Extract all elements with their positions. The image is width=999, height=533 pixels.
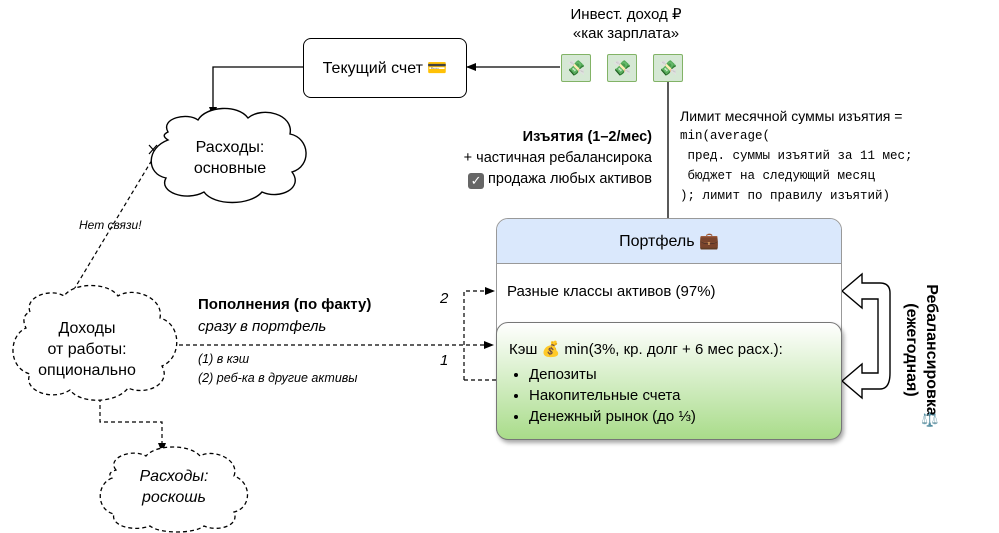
expenses-luxury-line2: роскошь (142, 489, 206, 506)
rebalancing-u-arrow (840, 272, 891, 400)
income-subtitle: «как зарплата» (572, 25, 680, 42)
withdrawals-line3-row: ✓ продажа любых активов (420, 169, 652, 190)
money-icon: 💸 (653, 54, 683, 82)
income-title: Инвест. доход ₽ (570, 6, 682, 23)
list-item: Денежный рынок (до ⅓) (529, 406, 841, 427)
deposits-num2: 2 (440, 290, 449, 307)
account-to-expenses-arrow (209, 66, 303, 117)
list-item: Депозиты (529, 364, 841, 385)
rebalancing-line2: (ежегодная) (903, 303, 920, 397)
portfolio-title: Портфель 💼 (619, 233, 719, 250)
work-income-line3: опционально (38, 362, 136, 379)
current-account-node[interactable]: Текущий счет 💳 (303, 38, 467, 98)
limit-code-line: min(average( (680, 129, 771, 143)
withdrawals-line3: продажа любых активов (488, 171, 652, 187)
deposits-num1: 1 (440, 352, 449, 369)
scales-icon: ⚖️ (921, 411, 939, 427)
money-icon: 💸 (607, 54, 637, 82)
cash-node[interactable]: Кэш 💰 min(3%, кр. долг + 6 мес расх.): Д… (496, 322, 842, 440)
portfolio-header: Портфель 💼 (497, 219, 841, 264)
cloud-expenses-basic (150, 107, 307, 204)
rebalance-to-assets-arrow (463, 287, 495, 380)
deposits-subtitle: сразу в портфель (198, 318, 327, 335)
money-icon: 💸 (561, 54, 591, 82)
cloud-work-income (12, 284, 178, 401)
limit-formula: min(average( пред. суммы изъятий за 11 м… (680, 126, 913, 206)
expenses-basic-line1: Расходы: (195, 139, 265, 156)
list-item: Накопительные счета (529, 385, 841, 406)
cash-list: Депозиты Накопительные счета Денежный ры… (497, 364, 841, 427)
deposits-step2: (2) реб-ка в другие активы (198, 371, 358, 385)
limit-code-line: пред. суммы изъятий за 11 мес; (680, 149, 913, 163)
limit-title: Лимит месячной суммы изъятия = (680, 108, 903, 124)
withdrawals-line2: + частичная ребалансирока (463, 150, 652, 166)
cash-title: Кэш 💰 min(3%, кр. долг + 6 мес расх.): (509, 341, 783, 358)
checkbox-icon: ✓ (468, 173, 485, 189)
no-link-label: Нет связи! (79, 218, 142, 232)
deposits-step1: (1) в кэш (198, 352, 250, 366)
work-income-line1: Доходы (58, 320, 116, 337)
cloud-expenses-luxury (99, 446, 249, 533)
withdrawals-title: Изъятия (1–2/мес) (522, 129, 652, 145)
withdrawals-block: Изъятия (1–2/мес) + частичная ребалансир… (420, 127, 652, 190)
no-link-dashed-line (69, 149, 159, 297)
work-to-luxury-arrow (99, 398, 166, 453)
expenses-basic-line2: основные (193, 160, 267, 177)
portfolio-assets: Разные классы активов (97%) (507, 283, 716, 300)
expenses-basic-label: Расходы: основные (160, 137, 300, 179)
expenses-luxury-line1: Расходы: (139, 468, 209, 485)
expenses-luxury-label: Расходы: роскошь (104, 466, 244, 508)
current-account-label: Текущий счет 💳 (322, 60, 448, 77)
deposits-title: Пополнения (по факту) (198, 296, 372, 313)
limit-code-line: ); лимит по правилу изъятий) (680, 189, 891, 203)
work-income-label: Доходы от работы: опционально (12, 318, 162, 381)
limit-code-line: бюджет на следующий месяц (680, 169, 876, 183)
work-income-line2: от работы: (47, 341, 127, 358)
